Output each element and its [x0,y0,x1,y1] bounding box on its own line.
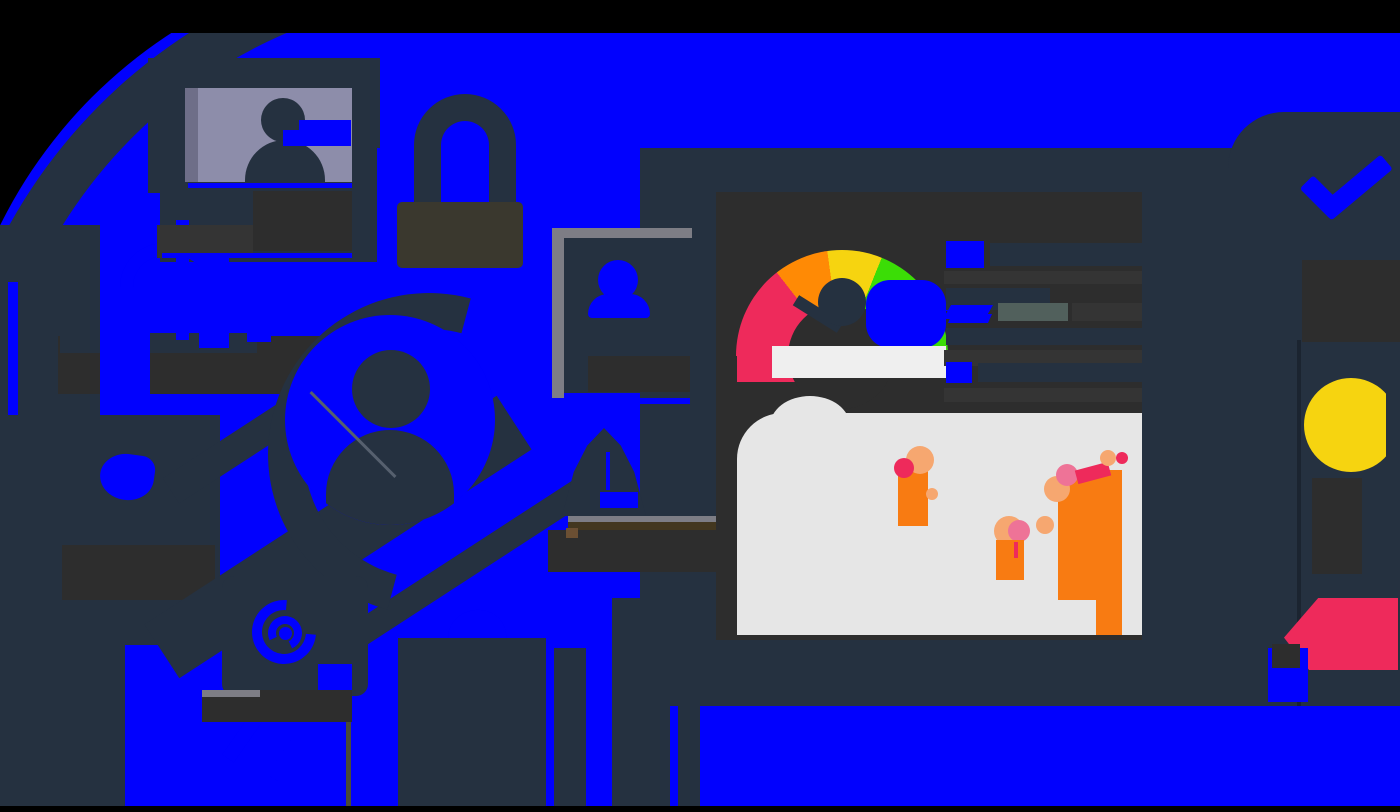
fingerprint-core [279,627,292,640]
yellow-dot [1304,378,1398,472]
shelf-accent [566,528,578,538]
legend-bar-4a [998,303,1068,321]
doc-person-head-icon [598,260,638,300]
figure1-headset [894,458,914,478]
legend-chevron [942,305,994,319]
doc-person-body-icon [588,294,650,318]
figure2-body [996,540,1024,580]
user-avatar [285,315,495,525]
id-card-separator [188,183,352,188]
id-card-separator-2 [162,253,352,258]
doc-card-top-edge [552,228,692,238]
gauge-blue-blob [866,280,946,348]
figure3-hand [1036,516,1054,534]
legend-square-2 [946,362,972,383]
id-card-text-dash [299,120,351,146]
figure3-dot-b [1116,452,1128,464]
right-charcoal-bit [1272,644,1300,668]
right-small-bar [1298,670,1400,682]
legend-bar-6 [944,350,1142,366]
figure3-dot-a [1100,450,1116,466]
legend-bar-5 [946,328,1142,345]
charcoal-block-left [62,545,215,600]
circuit-trace-v6 [199,258,229,348]
id-card-edge [185,88,198,182]
figure1-hand [926,488,938,500]
gauge-progress-bar [772,346,946,378]
right-block-a [1302,260,1400,342]
figure3-leg [1096,598,1122,635]
right-divider-line [1297,340,1301,706]
shelf-brown-bar [568,522,720,530]
doc-footer-bar [588,356,690,392]
id-card-textbar-2 [157,225,253,258]
user-head-icon [352,350,430,428]
legend-bar-8 [944,388,1142,402]
padlock-shackle-icon [414,94,516,212]
user-body-icon [326,430,454,525]
bottom-bar-3 [612,598,670,806]
navy-left-bottom [0,645,125,806]
fingerprint-caption-accent [202,690,260,697]
doc-underline [548,398,690,404]
doc-card-left-edge [552,228,564,398]
circuit-trace-v3 [113,170,128,242]
figure3-hair [1056,464,1078,486]
bottom-bar-2 [554,648,586,806]
team-panel-bump [770,396,850,456]
figure2-hair [1008,520,1030,542]
figure2-drip [1014,542,1018,558]
circuit-trace-v1 [8,282,18,415]
frame-strip-top [0,0,1400,33]
gauge-hub [818,278,866,326]
legend-bar-2 [944,271,1142,284]
bottom-bar-4 [678,628,700,806]
yellow-dot-clip [1386,370,1400,480]
circuit-trace-v7 [247,262,271,342]
legend-bar-7 [978,363,1142,382]
alert-slot [600,492,638,508]
legend-bar-1 [990,243,1142,266]
frame-strip-bottom [0,806,1400,812]
shelf-gray-line [568,516,720,522]
alert-line [606,452,610,490]
id-card-textbar-1 [253,191,352,251]
padlock-body-icon [397,202,523,268]
legend-bar-4b [1072,303,1142,321]
id-card-text-dash-step [283,130,299,146]
olive-trace [346,722,351,806]
legend-square-1 [946,241,984,268]
right-block-b [1312,478,1362,574]
bottom-bar-1 [398,638,546,806]
